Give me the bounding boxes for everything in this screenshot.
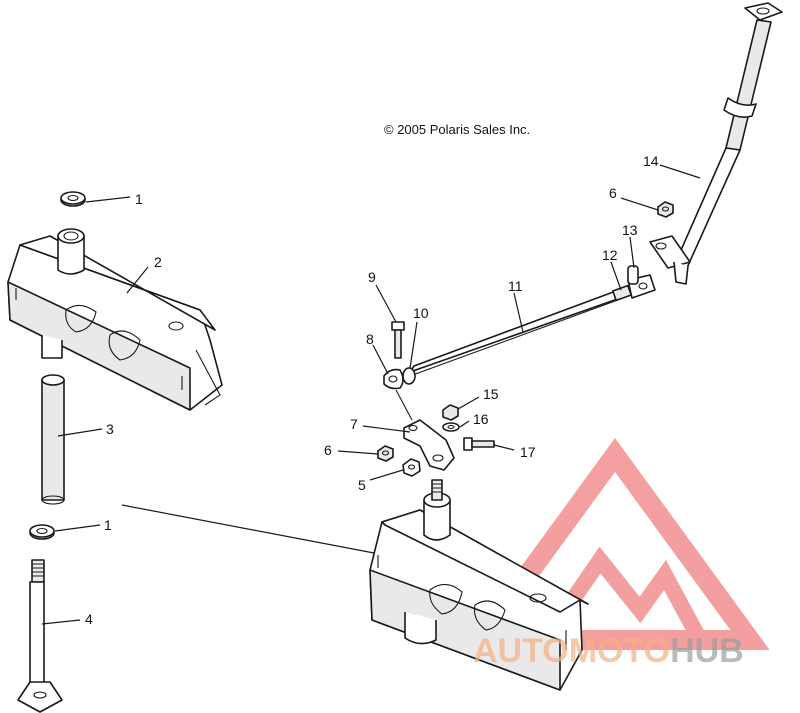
part-washer-1-bottom (29, 524, 55, 540)
callout-3: 3 (106, 421, 114, 437)
part-pitman-arm-7 (395, 389, 455, 471)
part-steering-post-4 (17, 559, 63, 713)
part-tie-rod-11 (409, 287, 627, 377)
callout-17: 17 (520, 444, 536, 460)
part-nut-6-bottom (377, 445, 394, 462)
svg-text:AUTOMOTOHUB: AUTOMOTOHUB (473, 632, 744, 670)
part-washer-1-top (60, 191, 86, 207)
watermark-text: AUTOMOTOHUB (473, 632, 744, 670)
callout-6-top: 6 (609, 185, 617, 201)
callout-11: 11 (508, 278, 523, 294)
callout-6-bottom: 6 (324, 442, 332, 458)
callout-16: 16 (473, 411, 489, 427)
part-tube-3 (41, 335, 65, 505)
callout-10: 10 (413, 305, 429, 321)
part-steering-shaft-14 (649, 2, 783, 285)
part-washer-16 (442, 422, 460, 432)
callout-5: 5 (358, 477, 366, 493)
part-bolt-17 (463, 437, 495, 451)
callout-7: 7 (350, 416, 358, 432)
callout-13: 13 (622, 222, 638, 238)
callout-9: 9 (368, 269, 376, 285)
part-nut-6-top (657, 201, 674, 218)
part-nut-15 (442, 404, 459, 421)
part-rod-end-12 (611, 284, 633, 302)
callout-14: 14 (643, 153, 659, 169)
part-bracket-assembly (369, 479, 589, 691)
callout-1-bottom: 1 (104, 517, 112, 533)
part-washer-10 (402, 367, 416, 385)
callouts: 1 2 3 1 4 9 10 8 11 12 13 14 6 7 15 16 6… (85, 153, 659, 627)
copyright-text: © 2005 Polaris Sales Inc. (384, 122, 530, 137)
callout-2: 2 (154, 254, 162, 270)
part-nut-5 (402, 458, 421, 477)
watermark-word-a: AUTOMOTO (473, 632, 670, 670)
callout-4: 4 (85, 611, 93, 627)
callout-12: 12 (602, 247, 618, 263)
callout-15: 15 (483, 386, 499, 402)
part-bushing-8 (383, 368, 404, 390)
watermark-logo (460, 438, 770, 650)
watermark-word-b: HUB (670, 632, 744, 670)
part-support-bracket-2 (7, 228, 223, 411)
callout-8: 8 (366, 331, 374, 347)
callout-1-top: 1 (135, 191, 143, 207)
leader-lines (41, 164, 701, 625)
part-bolt-9 (391, 321, 405, 359)
part-rod-end-13 (627, 265, 656, 299)
